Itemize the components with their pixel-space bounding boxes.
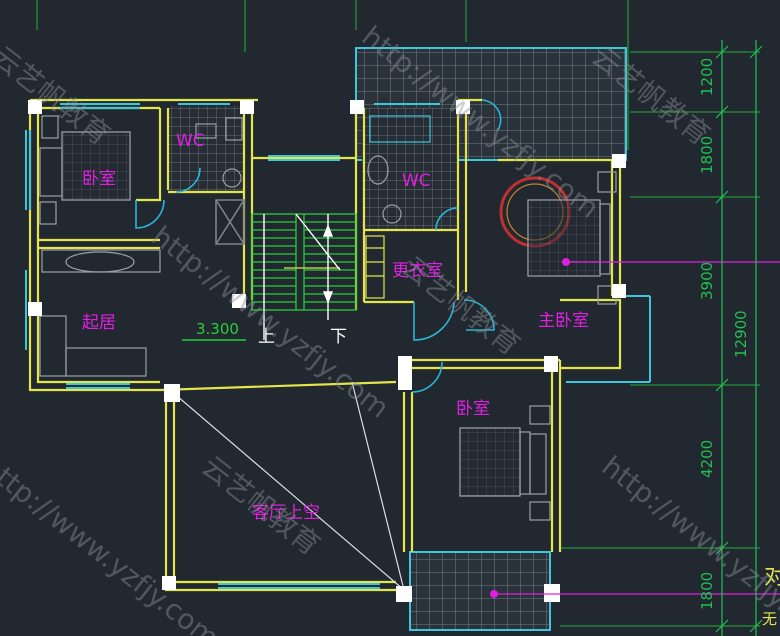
- staircase: [251, 213, 357, 311]
- balcony-south: [409, 551, 551, 631]
- room-label-bedroom-nw: 卧室: [82, 169, 116, 189]
- watermark-url-3: http://www.yzfjy.com: [0, 450, 225, 636]
- stair-elevation: 3.300: [196, 320, 239, 338]
- stair-up-label: 上: [258, 327, 275, 347]
- section-marker: [562, 258, 570, 266]
- void-cross: [169, 381, 405, 591]
- watermark-url-4: http://www.yzfjy.com: [596, 450, 780, 636]
- room-label-living: 起居: [82, 313, 116, 333]
- windows: [25, 103, 651, 589]
- stair-down-label: 下: [330, 327, 347, 347]
- doors: [135, 99, 502, 393]
- section-marker-south: [490, 590, 498, 598]
- watermark-brand-2: 云艺帆教育: [396, 250, 527, 362]
- room-label-dressing: 更衣室: [392, 261, 443, 281]
- room-label-master-bedroom: 主卧室: [538, 311, 589, 331]
- room-label-wc-center: WC: [402, 171, 431, 191]
- dimension-12900: 12900: [732, 310, 750, 358]
- dimension-4200: 4200: [698, 440, 716, 478]
- dimension-1200: 1200: [698, 58, 716, 96]
- wc-center-floor: [362, 108, 458, 230]
- watermark-url-2: http://www.yzfjy.com: [146, 220, 396, 425]
- edge-text-dui: 对: [764, 565, 780, 590]
- dimension-1800-top: 1800: [698, 136, 716, 174]
- stair-arrows: [263, 213, 341, 340]
- dimension-3900: 3900: [698, 262, 716, 300]
- room-label-bedroom-se: 卧室: [456, 399, 490, 419]
- room-label-wc-nw: WC: [176, 131, 205, 151]
- dimension-1800-bottom: 1800: [698, 572, 716, 610]
- room-label-hall-void: 客厅上空: [252, 503, 320, 523]
- dimension-chain: [715, 40, 763, 636]
- wc-nw-floor: [168, 106, 244, 192]
- edge-text-wu: 无: [762, 610, 777, 628]
- columns: [28, 100, 626, 602]
- furniture: [39, 115, 617, 521]
- construction-lines: [36, 0, 760, 627]
